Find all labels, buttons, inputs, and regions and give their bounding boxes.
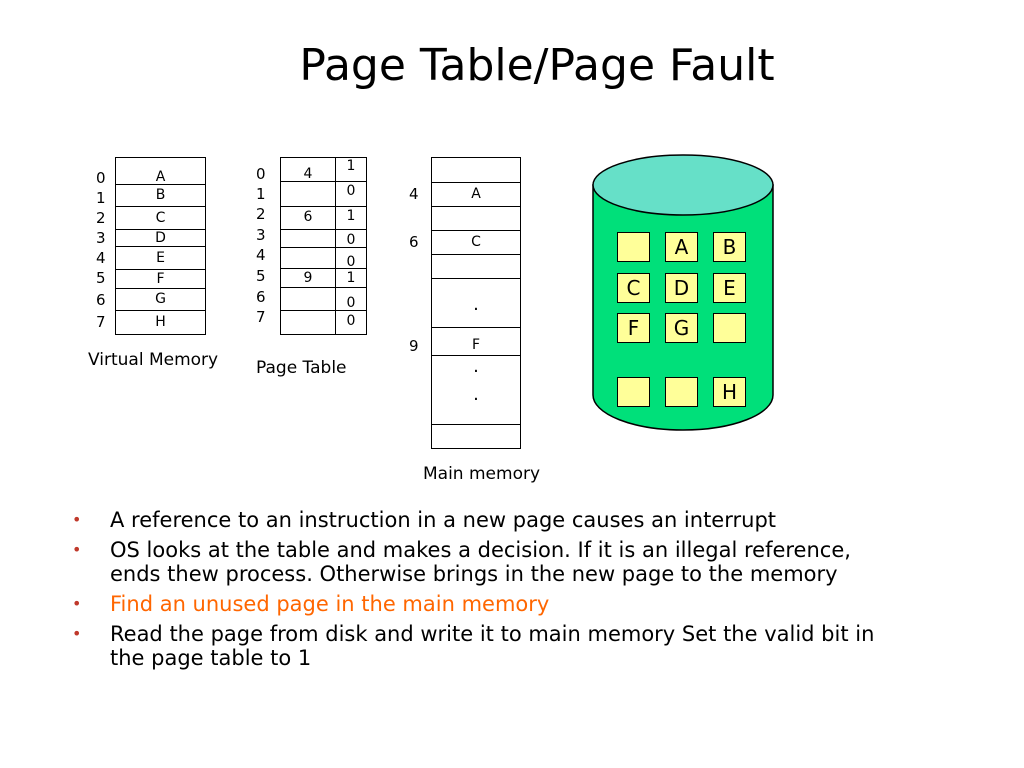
mm-frame-number: 9 [409,337,419,355]
vm-index: 6 [96,291,106,309]
vm-cell: H [115,310,206,335]
pt-valid-bit: 0 [335,181,367,207]
bullet-icon: • [72,510,82,529]
pt-frame-cell: 4 [280,157,336,182]
bullet-text: Find an unused page in the main memory [110,592,550,616]
pt-index: 4 [256,246,266,264]
pt-index: 2 [256,205,266,223]
disk-block: G [665,313,698,343]
vm-index: 3 [96,229,106,247]
vm-index: 4 [96,249,106,267]
vm-index: 1 [96,189,106,207]
bullet-item: • OS looks at the table and makes a decis… [72,538,892,586]
vm-cell: D [115,229,206,247]
vm-index: 2 [96,209,106,227]
mm-frame [431,254,521,279]
pt-index: 7 [256,308,266,326]
virtual-memory-caption: Virtual Memory [88,350,219,370]
disk-block: D [665,273,698,303]
pt-valid-bit: 1 [335,268,367,288]
disk-block: C [617,273,650,303]
disk-block: E [713,273,746,303]
bullet-text: OS looks at the table and makes a decisi… [110,538,851,586]
disk-block [713,313,746,343]
pt-frame-cell [280,310,336,335]
vm-index: 7 [96,313,106,331]
bullet-item: • Find an unused page in the main memory [72,592,892,616]
vm-index: 5 [96,269,106,287]
vm-cell: F [115,269,206,289]
mm-frame [431,206,521,231]
disk-block [617,377,650,407]
vm-index: 0 [96,169,106,187]
mm-frame: . . [431,355,521,425]
mm-frame [431,424,521,449]
main-memory-caption: Main memory [423,464,541,484]
pt-index: 5 [256,267,266,285]
disk-block: B [713,232,746,262]
disk-block [617,232,650,262]
disk-block [665,377,698,407]
vm-cell: G [115,288,206,311]
pt-valid-bit: 0 [335,247,367,270]
bullet-icon: • [72,594,82,613]
bullet-item: • A reference to an instruction in a new … [72,508,892,532]
bullet-icon: • [72,540,82,559]
pt-valid-bit: 0 [335,287,367,311]
disk-block: H [713,377,746,407]
mm-frame: C [431,230,521,255]
page-table-caption: Page Table [256,358,347,378]
mm-frame [431,157,521,183]
bullet-text: Read the page from disk and write it to … [110,622,875,670]
pt-frame-cell: 9 [280,268,336,288]
mm-frame: . [431,278,521,328]
pt-frame-cell [280,247,336,269]
pt-frame-cell [280,287,336,311]
pt-index: 0 [256,165,266,183]
bullet-text: A reference to an instruction in a new p… [110,508,777,532]
pt-valid-bit: 0 [335,229,367,248]
bullet-icon: • [72,624,82,643]
pt-index: 6 [256,288,266,306]
mm-frame: A [431,182,521,207]
ellipsis-dot: . [473,356,479,377]
vm-cell: B [115,184,206,207]
pt-index: 1 [256,185,266,203]
pt-valid-bit: 0 [335,310,367,335]
pt-index: 3 [256,226,266,244]
mm-frame-number: 4 [409,185,419,203]
mm-frame-number: 6 [409,233,419,251]
pt-valid-bit: 1 [335,157,367,182]
vm-cell: A [115,157,206,185]
vm-cell: E [115,246,206,270]
vm-cell: C [115,206,206,230]
disk-block: A [665,232,698,262]
disk-block: F [617,313,650,343]
pt-frame-cell [280,181,336,207]
pt-frame-cell [280,229,336,248]
ellipsis-dot: . [473,384,479,405]
bullet-list: • A reference to an instruction in a new … [72,508,892,676]
bullet-item: • Read the page from disk and write it to… [72,622,892,670]
page-title: Page Table/Page Fault [299,40,775,91]
mm-frame: F [431,327,521,356]
pt-valid-bit: 1 [335,206,367,230]
pt-frame-cell: 6 [280,206,336,230]
